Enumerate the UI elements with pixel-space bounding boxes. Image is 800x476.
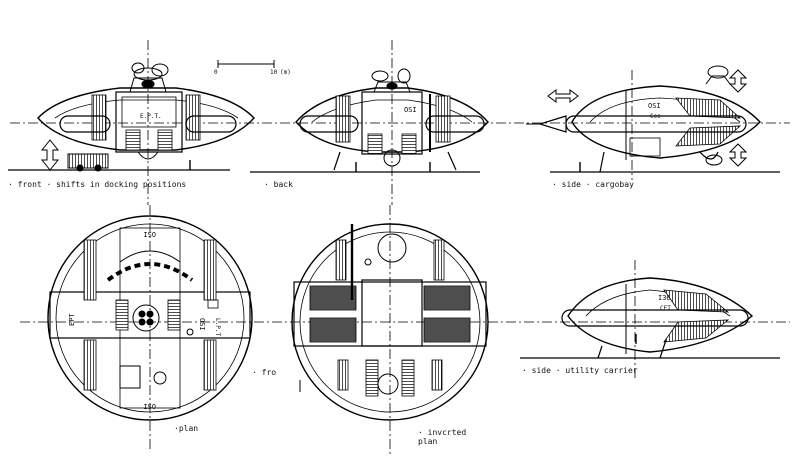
plan-left-marking: EPT [68,313,76,326]
back-view-caption: · back [264,180,293,189]
scale-bar-end: 10 [270,69,278,76]
inverted-plan-caption: · invcrted plan [418,428,467,446]
scale-bar [217,60,275,68]
front-hull-marking: E.P.T. [140,113,162,120]
inverted-plan-view [291,223,489,421]
plan-right-marking: OSI [198,318,206,331]
front-view-caption: · front · shifts in docking positions [8,180,187,189]
plan-bottom-marking: OSI [143,402,156,410]
front-view [37,62,255,172]
scale-bar-start: 0 [214,69,218,76]
scale-bar-unit: (m) [280,69,291,76]
fro-caption: · fro [252,368,277,377]
side-cargo-hull-code: OSI [648,102,661,110]
side-cargo-hull-sub: Cee [650,113,661,120]
back-hull-marking: OSI [404,106,417,114]
ground-lines [8,169,780,359]
plan-caption: ·plan [174,424,199,433]
plan-view [47,215,253,421]
center-lines [10,40,790,455]
back-view [295,68,489,172]
side-cargobay-caption: · side · cargobay [552,180,634,189]
side-utility-view [561,277,754,359]
plan-top-marking: OSI [143,230,156,238]
side-utility-caption: · side · utility carrier [522,366,638,375]
side-cargobay-view [526,65,761,173]
side-utility-hull-sub: CET [660,305,671,312]
side-utility-hull-code: I36 [658,294,671,302]
plan-right-secondary-marking: L.P.T. [214,318,221,340]
